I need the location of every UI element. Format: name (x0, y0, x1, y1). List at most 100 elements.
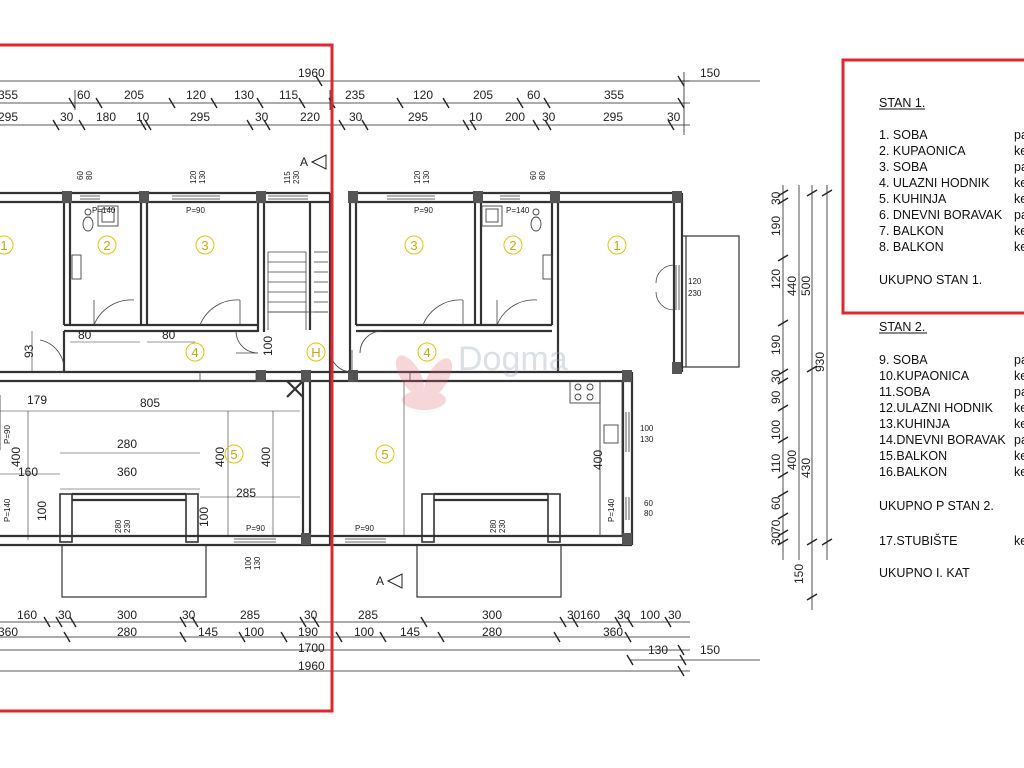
dim-top-row1: 60 (527, 88, 541, 102)
room-num-right-3: 3 (410, 238, 417, 253)
room-list-item-name: 1. SOBA (879, 128, 928, 142)
room-num-left-2: 2 (103, 238, 110, 253)
dim-160: 160 (18, 465, 38, 479)
dim-bottom-row1: 100 (640, 608, 660, 622)
dim-right-col1: 60 (769, 496, 783, 510)
room-list-item-area: pa (1014, 208, 1024, 222)
label-w130: 130 (198, 170, 207, 184)
dim-bottom-row2: 280 (117, 625, 137, 639)
stan2-total: UKUPNO P STAN 2. (879, 499, 994, 513)
room-list-item-name: 7. BALKON (879, 224, 944, 238)
windows (0, 195, 680, 543)
room-num-left-1: 1 (0, 238, 7, 253)
dim-bottom-150: 150 (700, 643, 720, 657)
room-list-item-name: 5. KUHINJA (879, 192, 947, 206)
label-w120b: 120 (413, 170, 422, 184)
dim-top-row2: 30 (255, 110, 269, 124)
highlight-box-stan1 (841, 58, 1024, 315)
room-list-item-name: 9. SOBA (879, 353, 928, 367)
dim-bottom-overall: 1960 (298, 659, 325, 673)
stan1-title: STAN 1. (879, 96, 925, 110)
dim-400d: 400 (591, 450, 605, 470)
room-list-item-area: ke (1014, 176, 1024, 190)
dim-top-150: 150 (700, 66, 720, 80)
dim-right-col1: 90 (769, 390, 783, 404)
sill-p90c: P=90 (3, 425, 12, 444)
dim-top-row1: 115 (279, 88, 298, 102)
label-w120c: 120 (688, 277, 702, 286)
balconies (61, 235, 740, 598)
dim-top-row2: 295 (603, 110, 623, 124)
dim-bottom-row2: 145 (198, 625, 218, 639)
inner-dimension-text: 80 80 93 100 179 805 280 360 160 285 400… (9, 328, 605, 527)
dim-top-row1: 120 (186, 88, 206, 102)
sill-p90b: P=90 (414, 206, 433, 215)
dim-right-500: 500 (799, 276, 813, 296)
room-list-item-area: ke (1014, 465, 1024, 479)
dim-bottom-1700: 1700 (298, 641, 325, 655)
label-w60: 60 (76, 171, 85, 180)
label-w80b: 80 (538, 171, 547, 180)
label-w130d: 130 (253, 556, 262, 570)
dim-bottom-row1: 30 (58, 608, 72, 622)
room-list-item-name: 12.ULAZNI HODNIK (879, 401, 994, 415)
label-w100b: 100 (244, 556, 253, 570)
room-list-item-name: 2. KUPAONICA (879, 144, 966, 158)
dim-bottom-row1: 160 (580, 608, 600, 622)
room-list-item-name: 11.SOBA (879, 385, 931, 399)
dim-bottom-row2: 280 (482, 625, 502, 639)
dim-top-row1: 205 (124, 88, 144, 102)
label-w130b: 130 (422, 170, 431, 184)
dim-bottom-row1: 30 (182, 608, 196, 622)
room-num-right-5: 5 (381, 447, 388, 462)
dim-right-440: 440 (785, 276, 799, 296)
dim-top-row2: 295 (408, 110, 428, 124)
dim-93: 93 (22, 344, 36, 358)
dim-top-row2: 30 (349, 110, 363, 124)
dim-right-col1: 100 (769, 420, 783, 440)
room-list-item-area: pa (1014, 160, 1024, 174)
stan1-total: UKUPNO STAN 1. (879, 273, 982, 287)
dim-top-row2: 10 (136, 110, 150, 124)
dim-right-col1: 190 (769, 335, 783, 355)
dim-bottom-130: 130 (648, 643, 668, 657)
label-w120: 120 (189, 170, 198, 184)
room-list-item-name: 10.KUPAONICA (879, 369, 970, 383)
stair-item-tail: ke (1014, 534, 1024, 548)
dim-285: 285 (236, 486, 256, 500)
room-list-item-name: 15.BALKON (879, 449, 947, 463)
label-w115: 115 (283, 171, 292, 184)
label-w280b: 280 (489, 519, 498, 533)
dim-right-400: 400 (785, 450, 799, 470)
dim-right-col1: 70 (769, 519, 783, 533)
label-w230b: 230 (498, 519, 507, 533)
dim-top-row2: 200 (505, 110, 525, 124)
doors (39, 264, 675, 382)
dim-top-row1: 355 (604, 88, 624, 102)
dim-400b: 400 (213, 447, 227, 467)
dim-179: 179 (27, 393, 47, 407)
dim-top-row2: 295 (190, 110, 210, 124)
dim-bottom-row2: 360 (0, 625, 18, 639)
dim-top-overall: 1960 (298, 66, 325, 80)
room-num-right-2: 2 (509, 238, 516, 253)
dim-right-150: 150 (792, 564, 806, 584)
dim-top-row1: 355 (0, 88, 18, 102)
section-mark-top: A (300, 155, 308, 169)
watermark-text: Dogma (458, 340, 568, 378)
dim-right-col1: 30 (769, 369, 783, 383)
room-num-right-4: 4 (423, 345, 430, 360)
room-list-item-area: ke (1014, 417, 1024, 431)
bottom-dimension-lines (0, 616, 760, 677)
label-w80: 80 (85, 171, 94, 180)
room-list-item-area: ke (1014, 401, 1024, 415)
room-list-item-name: 6. DNEVNI BORAVAK (879, 208, 1003, 222)
label-w80c: 80 (644, 509, 653, 518)
dim-top-row1: 120 (413, 88, 433, 102)
dim-bottom-row1: 30 (304, 608, 318, 622)
dim-400a: 400 (9, 447, 23, 467)
dim-80b: 80 (162, 328, 176, 342)
room-markers (0, 235, 627, 464)
